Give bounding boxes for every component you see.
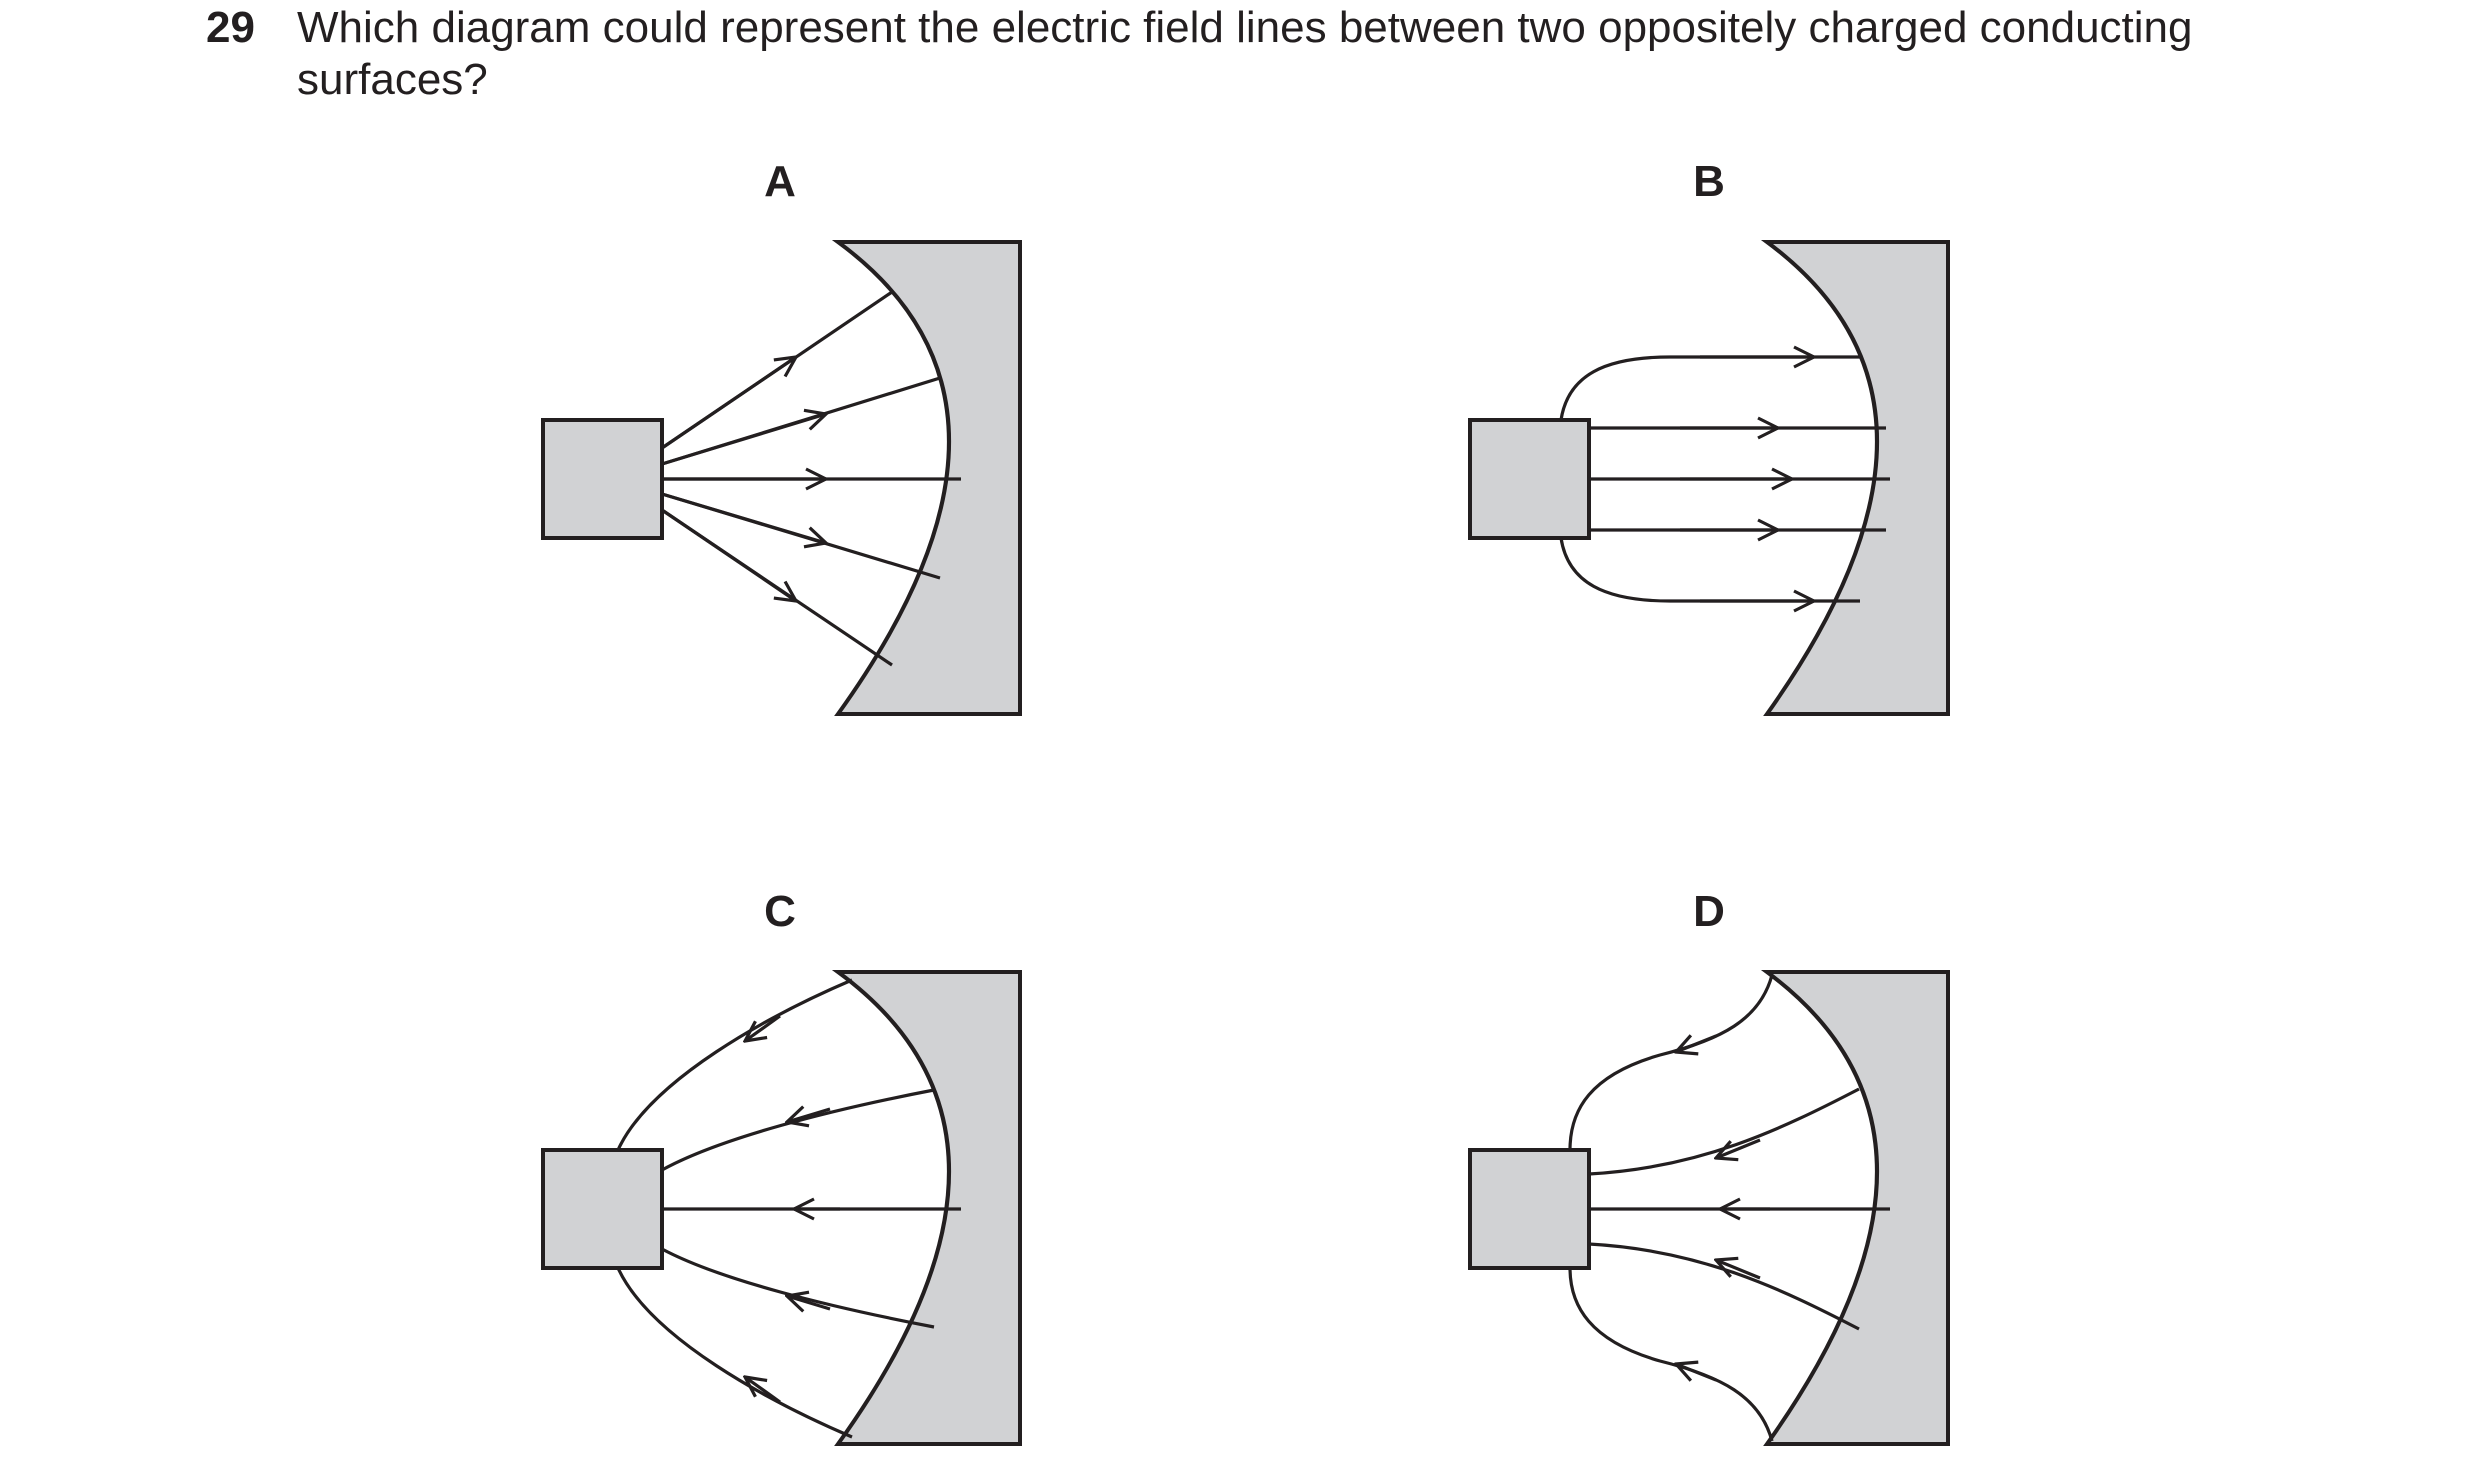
option-b-small-block (1468, 418, 1591, 540)
option-c-field-lines (616, 978, 961, 1439)
question-text: Which diagram could represent the electr… (297, 3, 2193, 104)
option-a-diagram[interactable]: A (541, 157, 1022, 716)
option-c-curved-plate (831, 970, 1022, 1446)
option-a-field-lines (661, 290, 961, 667)
question: 29 Which diagram could represent the ele… (0, 0, 2480, 120)
option-a-label: A (764, 157, 796, 206)
option-d-small-block (1468, 1148, 1591, 1270)
option-a-small-block (541, 418, 664, 540)
question-number: 29 (206, 3, 255, 52)
option-d-diagram[interactable]: D (1468, 887, 1950, 1446)
option-d-field-lines (1568, 974, 1890, 1442)
option-c-label: C (764, 887, 796, 936)
option-b-label: B (1693, 157, 1725, 206)
option-c-diagram[interactable]: C (541, 887, 1022, 1446)
option-b-field-lines (1559, 357, 1890, 601)
option-b-diagram[interactable]: B (1468, 157, 1950, 716)
option-d-label: D (1693, 887, 1725, 936)
option-a-curved-plate (831, 240, 1022, 716)
option-b-curved-plate (1760, 240, 1950, 716)
option-d-curved-plate (1760, 970, 1950, 1446)
option-c-small-block (541, 1148, 664, 1270)
